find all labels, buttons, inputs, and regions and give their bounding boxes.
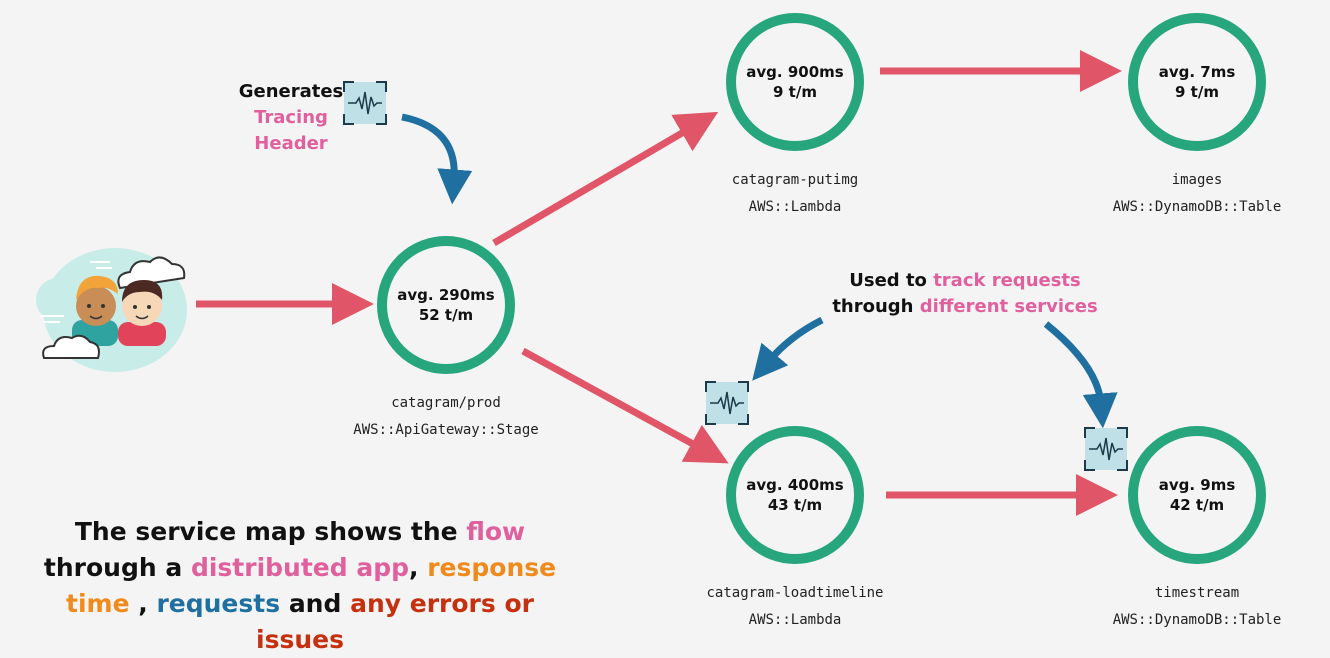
caption-highlight-distributed-app: distributed app: [190, 553, 409, 582]
node-name: catagram-loadtimeline: [706, 585, 884, 601]
node-avg-latency: avg. 290ms: [397, 286, 495, 304]
node-type: AWS::Lambda: [748, 612, 842, 628]
users-with-clouds-icon: [36, 248, 187, 372]
node-avg-latency: avg. 7ms: [1158, 63, 1236, 81]
callout-arrow-loadtimeline: [752, 316, 824, 381]
node-name: timestream: [1154, 585, 1240, 601]
flow-arrow-prod-loadtimeline: [521, 347, 729, 464]
node-metric-loadtimeline: avg. 400ms 43 t/m: [725, 475, 865, 515]
node-ring-images: [1128, 13, 1266, 151]
flow-arrows: [196, 50, 1122, 516]
caption-text: and: [280, 589, 351, 618]
node-label-putimg: catagram-putimg AWS::Lambda: [645, 167, 945, 221]
track-requests-callout: Used to track requests through different…: [820, 268, 1110, 320]
node-ring-prod: [377, 236, 515, 374]
node-avg-latency: avg. 900ms: [746, 63, 844, 81]
trace-waveform-icon: [705, 381, 749, 425]
node-ring-timestream: [1128, 426, 1266, 564]
node-ring-loadtimeline: [726, 426, 864, 564]
node-type: AWS::DynamoDB::Table: [1112, 612, 1282, 628]
node-type: AWS::Lambda: [748, 199, 842, 215]
caption-highlight-errors: any errors or issues: [256, 589, 534, 654]
node-metric-timestream: avg. 9ms 42 t/m: [1127, 475, 1267, 515]
node-metric-images: avg. 7ms 9 t/m: [1127, 62, 1267, 102]
trace-waveform-icon: [1084, 427, 1128, 471]
node-type: AWS::ApiGateway::Stage: [353, 422, 539, 438]
callout-arrow-timestream: [1043, 321, 1118, 429]
node-name: catagram-putimg: [731, 172, 859, 188]
callout-text: Used to: [849, 270, 934, 291]
node-label-prod: catagram/prod AWS::ApiGateway::Stage: [296, 390, 596, 444]
trace-waveform-icon: [343, 81, 387, 125]
callout-arrow-tracing: [401, 113, 473, 205]
caption-text: The service map shows the: [74, 517, 467, 546]
caption-text: ,: [129, 589, 157, 618]
node-avg-latency: avg. 400ms: [746, 476, 844, 494]
node-label-loadtimeline: catagram-loadtimeline AWS::Lambda: [645, 580, 945, 634]
callout-highlight: different services: [919, 296, 1098, 317]
caption-text: ,: [409, 553, 428, 582]
node-metric-putimg: avg. 900ms 9 t/m: [725, 62, 865, 102]
node-ring-putimg: [726, 13, 864, 151]
flow-arrow-prod-putimg: [492, 111, 719, 247]
node-avg-latency: avg. 9ms: [1158, 476, 1236, 494]
callout-highlight: track requests: [933, 270, 1081, 291]
callout-highlight: Tracing: [254, 107, 328, 128]
caption-highlight-flow: flow: [466, 517, 526, 546]
callout-arrows: [401, 113, 1118, 429]
node-throughput: 42 t/m: [1169, 496, 1225, 514]
node-name: catagram/prod: [391, 395, 501, 411]
caption-highlight-requests: requests: [156, 589, 281, 618]
tracing-header-callout: Generates Tracing Header: [236, 79, 346, 157]
callout-line: Generates: [238, 81, 344, 102]
callout-text: through: [832, 296, 920, 317]
service-map-caption: The service map shows the flow through a…: [20, 514, 580, 658]
node-label-images: images AWS::DynamoDB::Table: [1047, 167, 1330, 221]
caption-highlight-time: time: [66, 589, 130, 618]
node-throughput: 52 t/m: [418, 306, 474, 324]
caption-highlight-response: response: [427, 553, 557, 582]
callout-highlight: Header: [254, 133, 328, 154]
node-metric-prod: avg. 290ms 52 t/m: [376, 285, 516, 325]
node-name: images: [1171, 172, 1223, 188]
node-throughput: 9 t/m: [1175, 83, 1219, 101]
node-type: AWS::DynamoDB::Table: [1112, 199, 1282, 215]
node-throughput: 9 t/m: [773, 83, 817, 101]
node-label-timestream: timestream AWS::DynamoDB::Table: [1047, 580, 1330, 634]
node-throughput: 43 t/m: [767, 496, 823, 514]
caption-text: through a: [43, 553, 191, 582]
